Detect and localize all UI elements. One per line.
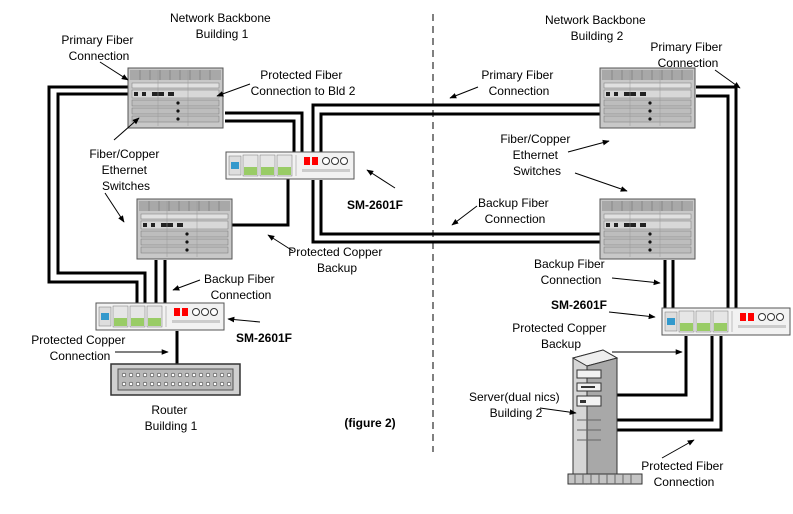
label-protected-copper-2: Protected Copper Backup — [512, 321, 609, 351]
label-backbone-2: Network Backbone Building 2 — [545, 13, 649, 43]
label-protected-fiber-bld2: Protected Fiber Connection to Bld 2 — [251, 68, 356, 98]
backbone-switch-icon — [599, 198, 696, 260]
label-router: Router Building 1 — [145, 403, 198, 433]
label-protected-copper-backup: Protected Copper Backup — [288, 245, 385, 275]
label-backup-fiber-2: Backup Fiber Connection — [534, 257, 608, 287]
label-primary-fiber-2: Primary Fiber Connection — [650, 40, 725, 70]
media-converter-icon — [661, 307, 791, 336]
backbone-switch-icon — [599, 67, 696, 129]
media-converter-icon — [95, 302, 225, 331]
label-backup-fiber-mid: Backup Fiber Connection — [478, 196, 552, 226]
router-icon — [110, 363, 241, 396]
figure-caption: (figure 2) — [344, 416, 395, 430]
label-protected-copper-connection: Protected Copper Connection — [31, 333, 128, 363]
label-sm-2601f-right: SM-2601F — [551, 298, 607, 312]
label-protected-fiber-2: Protected Fiber Connection — [641, 459, 726, 489]
label-server: Server(dual nics) Building 2 — [469, 390, 563, 420]
backbone-switch-icon — [127, 67, 224, 129]
backbone-switch-icon — [136, 198, 233, 260]
label-primary-fiber-1: Primary Fiber Connection — [61, 33, 136, 63]
label-switches-1: Fiber/Copper Ethernet Switches — [89, 147, 162, 193]
label-primary-fiber-mid: Primary Fiber Connection — [481, 68, 556, 98]
media-converter-icon — [225, 151, 355, 180]
server-icon — [567, 349, 643, 485]
label-backup-fiber-1: Backup Fiber Connection — [204, 272, 278, 302]
label-switches-2: Fiber/Copper Ethernet Switches — [500, 132, 573, 178]
arrows — [99, 61, 741, 459]
label-backbone-1: Network Backbone Building 1 — [170, 11, 274, 41]
label-sm-2601f-left: SM-2601F — [236, 331, 292, 345]
label-sm-2601f-center: SM-2601F — [347, 198, 403, 212]
